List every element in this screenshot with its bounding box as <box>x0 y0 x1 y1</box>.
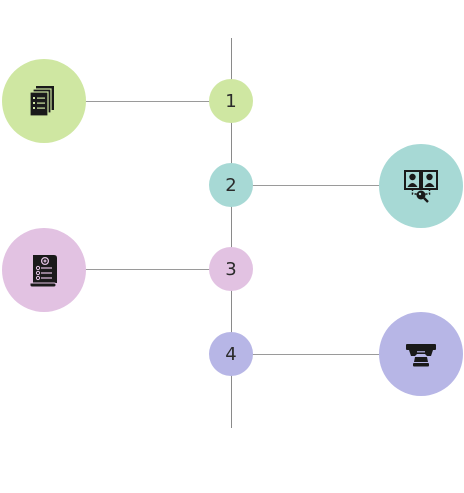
connector-2 <box>231 185 381 186</box>
step-4-icon-circle <box>379 312 463 396</box>
step-1-icon-circle <box>2 59 86 143</box>
step-2-number: 2 <box>209 163 253 207</box>
checklist-scroll-icon <box>29 255 57 288</box>
step-3-number: 3 <box>209 247 253 291</box>
step-1-number: 1 <box>209 79 253 123</box>
connector-4 <box>231 354 381 355</box>
connector-3 <box>84 269 231 270</box>
step-2-icon-circle <box>379 144 463 228</box>
step-4-number: 4 <box>209 332 253 376</box>
connector-1 <box>84 101 231 102</box>
documents-icon <box>29 86 54 117</box>
face-mask-icon <box>406 344 436 367</box>
timeline-axis <box>231 38 232 428</box>
people-inspection-icon <box>404 170 438 203</box>
step-3-icon-circle <box>2 228 86 312</box>
